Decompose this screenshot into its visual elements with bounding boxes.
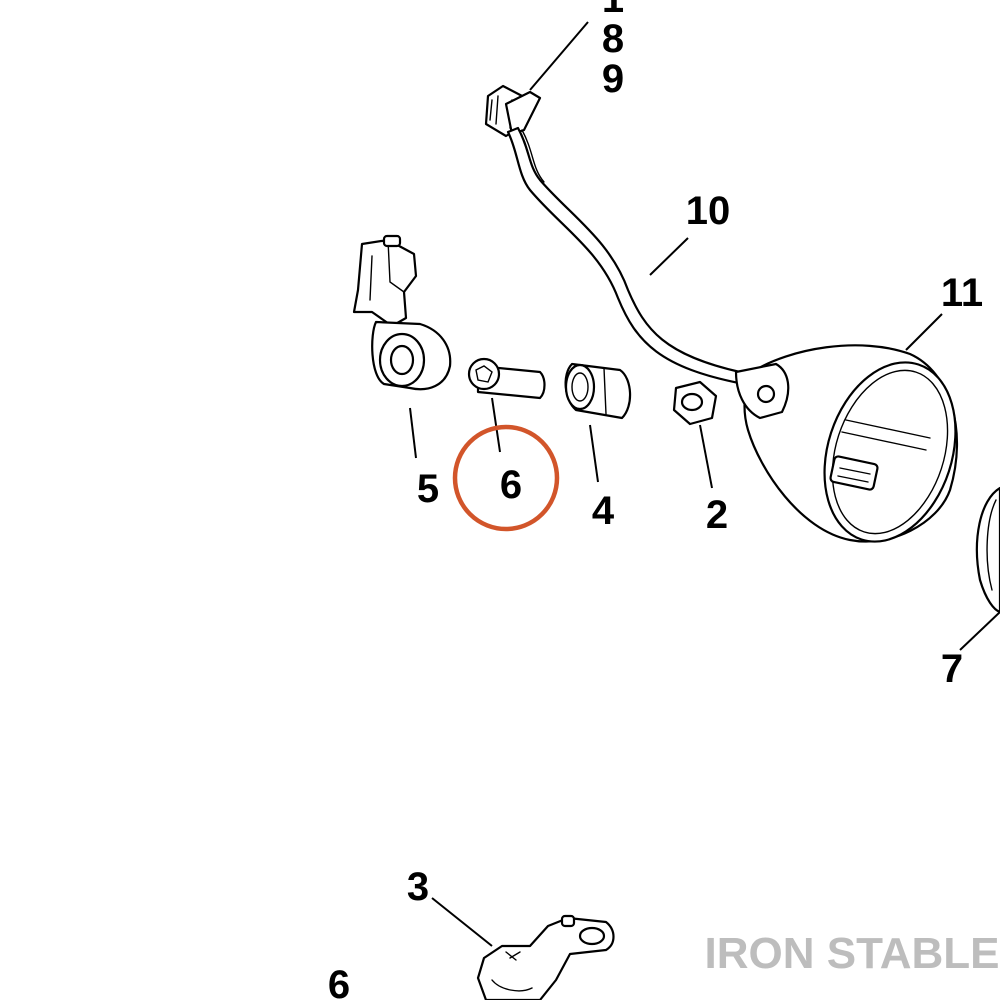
callout-6: 6 bbox=[500, 463, 522, 507]
highlight-circle bbox=[452, 424, 560, 532]
callout-3: 3 bbox=[407, 865, 429, 909]
watermark-text: IRON STABLE bbox=[705, 929, 1000, 978]
leader-6 bbox=[491, 397, 501, 453]
leader-1-8-9 bbox=[529, 21, 589, 91]
headlamp-housing bbox=[734, 344, 958, 543]
callout-6-lower: 6 bbox=[328, 963, 350, 1000]
callout-8: 8 bbox=[602, 17, 624, 61]
callout-10: 10 bbox=[686, 189, 731, 233]
mounting-bracket bbox=[352, 234, 452, 391]
leader-10 bbox=[649, 237, 689, 276]
callout-4: 4 bbox=[592, 489, 615, 533]
callout-5: 5 bbox=[417, 467, 439, 511]
leader-3 bbox=[431, 897, 493, 947]
leader-5 bbox=[409, 407, 417, 459]
bulb bbox=[467, 357, 546, 400]
leader-2 bbox=[699, 424, 713, 489]
callout-7: 7 bbox=[941, 647, 963, 691]
bezel-ring bbox=[975, 486, 1000, 614]
lower-bracket bbox=[476, 914, 615, 1000]
callout-9: 9 bbox=[602, 57, 624, 101]
socket-nut bbox=[564, 362, 632, 420]
callout-labels: 1 8 9 10 11 5 6 4 2 7 3 6 bbox=[328, 0, 983, 1000]
hex-nut bbox=[672, 380, 718, 426]
leader-4 bbox=[589, 424, 599, 483]
leader-lines bbox=[409, 21, 1000, 947]
leader-11 bbox=[905, 313, 943, 351]
leader-7 bbox=[959, 611, 1000, 651]
callout-2: 2 bbox=[706, 493, 728, 537]
wire-harness bbox=[506, 126, 746, 386]
callout-11: 11 bbox=[941, 271, 983, 315]
connector-plug bbox=[484, 84, 542, 138]
callout-1: 1 bbox=[602, 0, 624, 21]
